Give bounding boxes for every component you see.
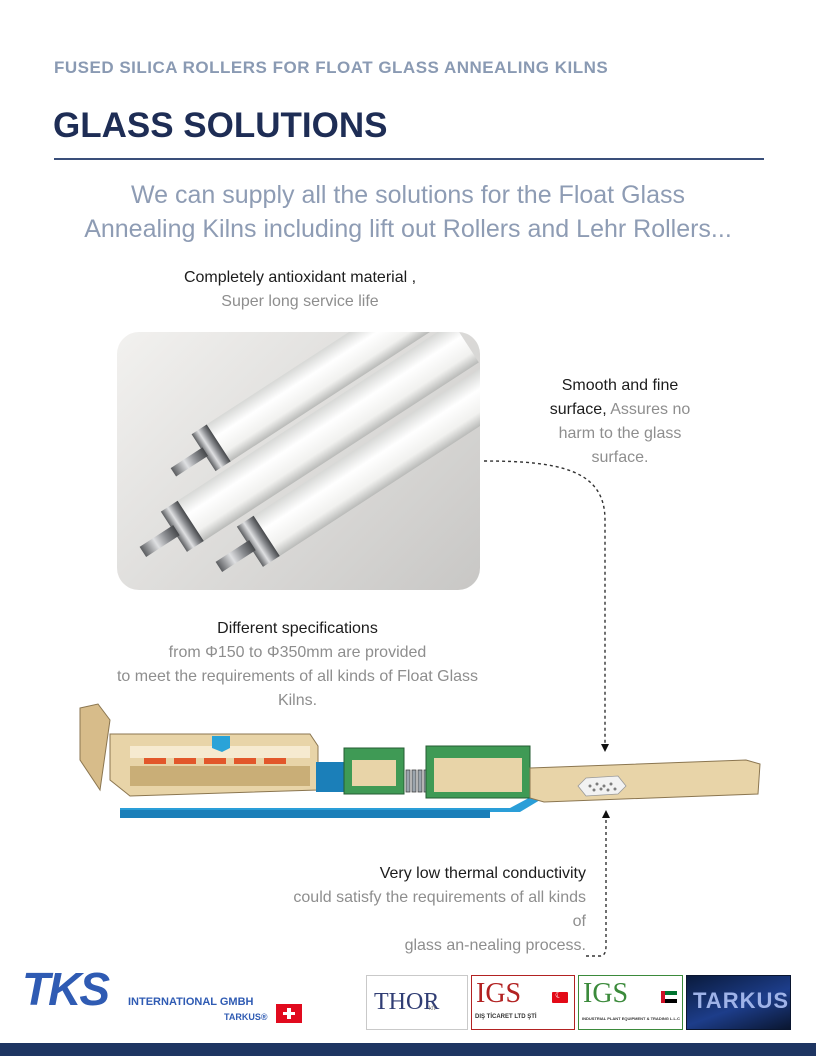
specs-line-2: from Φ150 to Φ350mm are provided: [168, 644, 427, 661]
kiln-illustration: [70, 700, 790, 830]
thor-label: THOR: [374, 989, 440, 1015]
surface-line-2-grey: Assures no: [610, 401, 691, 418]
page-title: GLASS SOLUTIONS: [53, 106, 388, 145]
surface-line-2-dark: surface,: [549, 401, 607, 418]
material-caption: Completely antioxidant material , Super …: [140, 266, 460, 314]
thermal-caption: Very low thermal conductivity could sati…: [200, 862, 586, 958]
thermal-heading: Very low thermal conductivity: [379, 865, 586, 882]
surface-line-1: Smooth and fine: [561, 377, 679, 394]
swiss-flag-icon: [276, 1004, 302, 1023]
tks-logo-name: INTERNATIONAL GMBH: [128, 996, 254, 1008]
tarkus-label: TARKUS: [693, 988, 790, 1013]
intro-line-2: Annealing Kilns including lift out Rolle…: [84, 215, 732, 243]
uae-flag-icon: [661, 991, 677, 1003]
tks-logo-brand: TARKUS®: [224, 1012, 268, 1022]
document-subheading: FUSED SILICA ROLLERS FOR FLOAT GLASS ANN…: [54, 58, 609, 77]
igs-uae-label: IGS: [583, 978, 629, 1009]
intro-paragraph: We can supply all the solutions for the …: [40, 178, 776, 246]
partner-logo-igs-turkey: IGS DIŞ TİCARET LTD ŞTİ: [471, 975, 575, 1030]
thermal-line-3: of: [572, 913, 586, 930]
surface-line-4: surface.: [591, 449, 649, 466]
material-detail: Super long service life: [221, 293, 379, 310]
turkey-flag-icon: [552, 990, 568, 1003]
partner-logo-tarkus: TARKUS: [686, 975, 791, 1030]
intro-line-1: We can supply all the solutions for the …: [131, 181, 685, 209]
igs-turkey-label: IGS: [476, 978, 522, 1009]
surface-caption: Smooth and fine surface, Assures no harm…: [510, 374, 730, 470]
thermal-line-4: glass an-nealing process.: [404, 937, 586, 954]
specs-line-3: to meet the requirements of all kinds of…: [116, 668, 479, 685]
igs-turkey-sub: DIŞ TİCARET LTD ŞTİ: [475, 1014, 537, 1020]
tks-logo: TKS INTERNATIONAL GMBH TARKUS®: [18, 954, 308, 1028]
partner-logo-thor: THOR kft: [366, 975, 468, 1030]
partner-logo-igs-uae: IGS INDUSTRIAL PLANT EQUIPMENT & TRADING…: [578, 975, 683, 1030]
specs-line-4: Kilns.: [277, 692, 318, 709]
material-heading: Completely antioxidant material ,: [183, 269, 417, 286]
igs-uae-sub: INDUSTRIAL PLANT EQUIPMENT & TRADING L.L…: [582, 1016, 680, 1021]
thor-sub: kft: [429, 1006, 436, 1012]
thermal-line-2: could satisfy the requirements of all ki…: [293, 889, 586, 906]
specs-caption: Different specifications from Φ150 to Φ3…: [60, 617, 535, 713]
tks-logo-letters: TKS: [22, 963, 110, 1015]
specs-heading: Different specifications: [217, 620, 378, 637]
surface-line-3: harm to the glass: [558, 425, 682, 442]
title-divider: [54, 158, 764, 160]
rollers-photo: [117, 332, 480, 590]
footer-bar: [0, 1043, 816, 1056]
